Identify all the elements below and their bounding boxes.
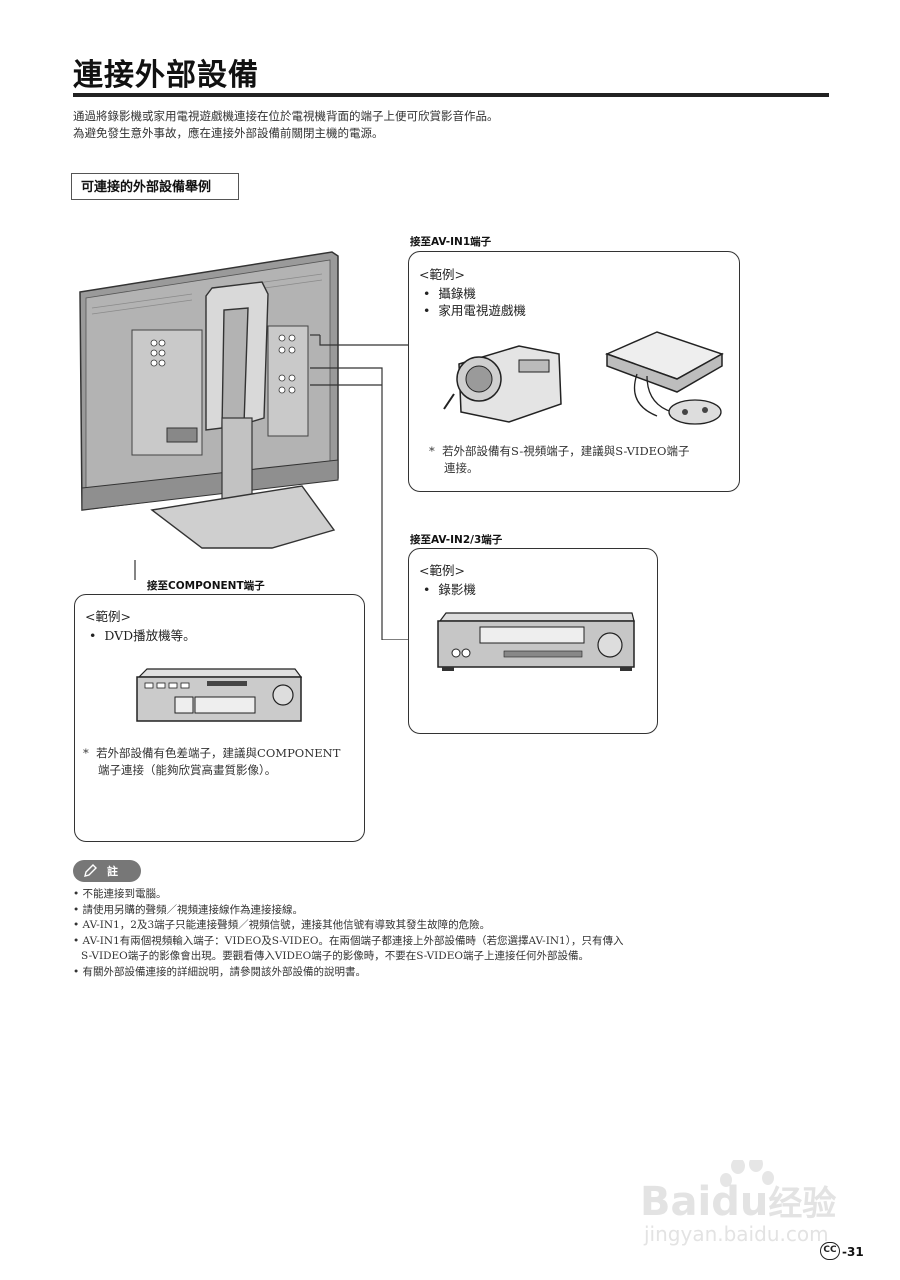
example-title: <範例> <box>85 606 131 625</box>
note-line: 連接。 <box>429 460 690 477</box>
language-badge: CC <box>820 1242 840 1260</box>
camcorder-text: 攝錄機 <box>438 286 476 301</box>
example-title: <範例> <box>419 264 465 283</box>
intro-text: 通過將錄影機或家用電視遊戲機連接在位於電視機背面的端子上便可欣賞影音作品。 為避… <box>73 108 499 142</box>
av-in23-label: 接至AV-IN2/3端子 <box>410 532 502 547</box>
notes-badge-label: 註 <box>107 863 118 879</box>
brand-left: Bai <box>640 1179 711 1225</box>
component-line <box>130 560 140 580</box>
note-item: • AV-IN1有兩個視頻輸入端子：VIDEO及S-VIDEO。在兩個端子都連接… <box>73 934 773 950</box>
vcr-icon <box>434 611 639 673</box>
list-item: • DVD播放機等。 <box>89 625 196 644</box>
component-box: <範例> • DVD播放機等。 * 若外部設備有色差端子，建議與COMPONEN… <box>74 594 365 842</box>
av-in1-box: <範例> • 攝錄機 • 家用電視遊戲機 * 若外部設備有S-視頻端子，建議與S… <box>408 251 740 492</box>
note-text: 有關外部設備連接的詳細說明，請參閱該外部設備的說明書。 <box>83 966 367 978</box>
camcorder-icon <box>439 324 569 434</box>
component-label: 接至COMPONENT端子 <box>147 578 265 593</box>
list-item: • 錄影機 <box>423 579 476 598</box>
notes-badge: 註 <box>73 860 141 882</box>
note-text: 請使用另購的聲頻／視頻連接線作為連接接線。 <box>83 904 304 916</box>
brand-right: du <box>711 1179 768 1225</box>
vcr-text: 錄影機 <box>438 582 476 597</box>
note-line: * 若外部設備有S-視頻端子，建議與S-VIDEO端子 <box>429 443 690 460</box>
note-text: 若外部設備有色差端子，建議與COMPONENT <box>96 746 340 760</box>
av-in23-box: <範例> • 錄影機 <box>408 548 658 734</box>
watermark-brand: Baidu经验 <box>640 1176 860 1225</box>
component-note: * 若外部設備有色差端子，建議與COMPONENT 端子連接（能夠欣賞高畫質影像… <box>83 745 340 779</box>
list-item: • 家用電視遊戲機 <box>423 300 526 319</box>
page-number: -31 <box>842 1245 864 1259</box>
page-title: 連接外部設備 <box>73 50 259 94</box>
note-text: 若外部設備有S-視頻端子，建議與S-VIDEO端子 <box>442 444 689 458</box>
watermark-url: jingyan.baidu.com <box>644 1222 829 1246</box>
av-in1-note: * 若外部設備有S-視頻端子，建議與S-VIDEO端子 連接。 <box>429 443 690 477</box>
dvd-player-icon <box>135 667 305 727</box>
dvd-text: DVD播放機等。 <box>104 628 195 643</box>
example-title: <範例> <box>419 560 465 579</box>
note-item: • 請使用另購的聲頻／視頻連接線作為連接接線。 <box>73 903 773 919</box>
note-item: • 不能連接到電腦。 <box>73 887 773 903</box>
note-item: • 有關外部設備連接的詳細說明，請參閱該外部設備的說明書。 <box>73 965 773 981</box>
intro-line: 為避免發生意外事故，應在連接外部設備前關閉主機的電源。 <box>73 125 499 142</box>
note-line: 端子連接（能夠欣賞高畫質影像）。 <box>83 762 340 779</box>
notes-list: • 不能連接到電腦。 • 請使用另購的聲頻／視頻連接線作為連接接線。 • AV-… <box>73 887 773 980</box>
game-console-text: 家用電視遊戲機 <box>438 303 526 318</box>
note-line: * 若外部設備有色差端子，建議與COMPONENT <box>83 745 340 762</box>
game-console-icon <box>597 324 732 434</box>
note-text: 不能連接到電腦。 <box>83 888 167 900</box>
section-heading: 可連接的外部設備舉例 <box>71 173 239 200</box>
note-item: • AV-IN1，2及3端子只能連接聲頻／視頻信號，連接其他信號有導致其發生故障… <box>73 918 773 934</box>
brand-cn: 经验 <box>768 1184 836 1224</box>
pencil-icon <box>83 864 97 878</box>
note-text: AV-IN1，2及3端子只能連接聲頻／視頻信號，連接其他信號有導致其發生故障的危… <box>83 919 491 931</box>
av-in1-label: 接至AV-IN1端子 <box>410 234 491 249</box>
title-rule <box>73 93 829 97</box>
note-text: AV-IN1有兩個視頻輸入端子：VIDEO及S-VIDEO。在兩個端子都連接上外… <box>83 935 624 947</box>
note-item-continued: S-VIDEO端子的影像會出現。要觀看傳入VIDEO端子的影像時，不要在S-VI… <box>73 949 773 965</box>
intro-line: 通過將錄影機或家用電視遊戲機連接在位於電視機背面的端子上便可欣賞影音作品。 <box>73 108 499 125</box>
